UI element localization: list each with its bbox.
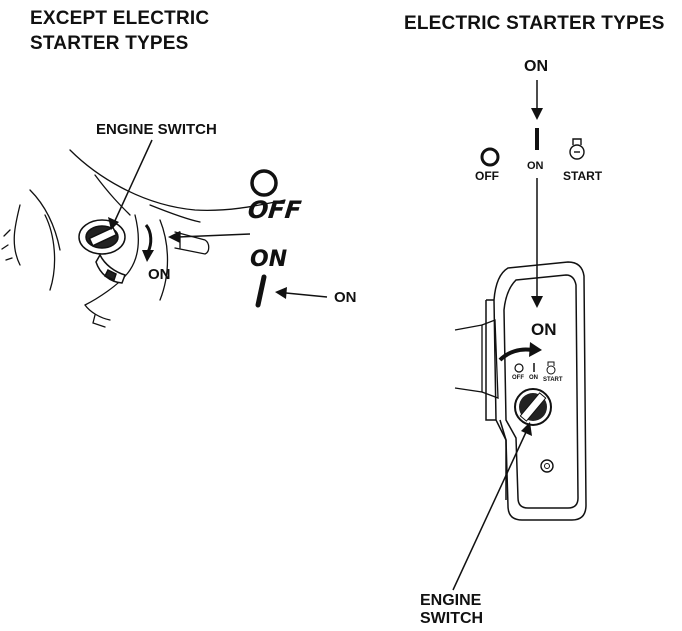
screw-hole-icon bbox=[540, 459, 554, 473]
right-title: ELECTRIC STARTER TYPES bbox=[404, 13, 665, 34]
engine-switch-knob bbox=[78, 219, 126, 284]
right-engine-switch-line2: SWITCH bbox=[420, 610, 484, 627]
on-bar-icon bbox=[255, 274, 267, 308]
right-top-on-label: ON bbox=[524, 58, 548, 75]
key-knob-icon bbox=[514, 388, 552, 426]
legend-off-label: OFF bbox=[475, 169, 499, 183]
panel-small-start: START bbox=[543, 377, 563, 383]
left-title-line1: EXCEPT ELECTRIC bbox=[30, 8, 210, 29]
right-engine-switch-line1: ENGINE bbox=[420, 592, 482, 609]
left-engine-switch-label: ENGINE SWITCH bbox=[96, 121, 217, 138]
panel-on-label: ON bbox=[531, 320, 557, 339]
legend-start-icon bbox=[569, 138, 585, 160]
panel-small-off: OFF bbox=[512, 375, 524, 381]
left-title-line2: STARTER TYPES bbox=[30, 33, 189, 54]
left-on-pointer-label: ON bbox=[334, 289, 357, 306]
off-symbol-icon bbox=[250, 169, 278, 197]
on-symbol-label: ON bbox=[250, 247, 288, 272]
legend-off-icon bbox=[480, 147, 500, 167]
panel-small-on: ON bbox=[529, 375, 538, 381]
legend-on-label: ON bbox=[527, 160, 544, 172]
legend-start-label: START bbox=[563, 169, 603, 183]
left-on-arrow-label: ON bbox=[148, 266, 171, 283]
